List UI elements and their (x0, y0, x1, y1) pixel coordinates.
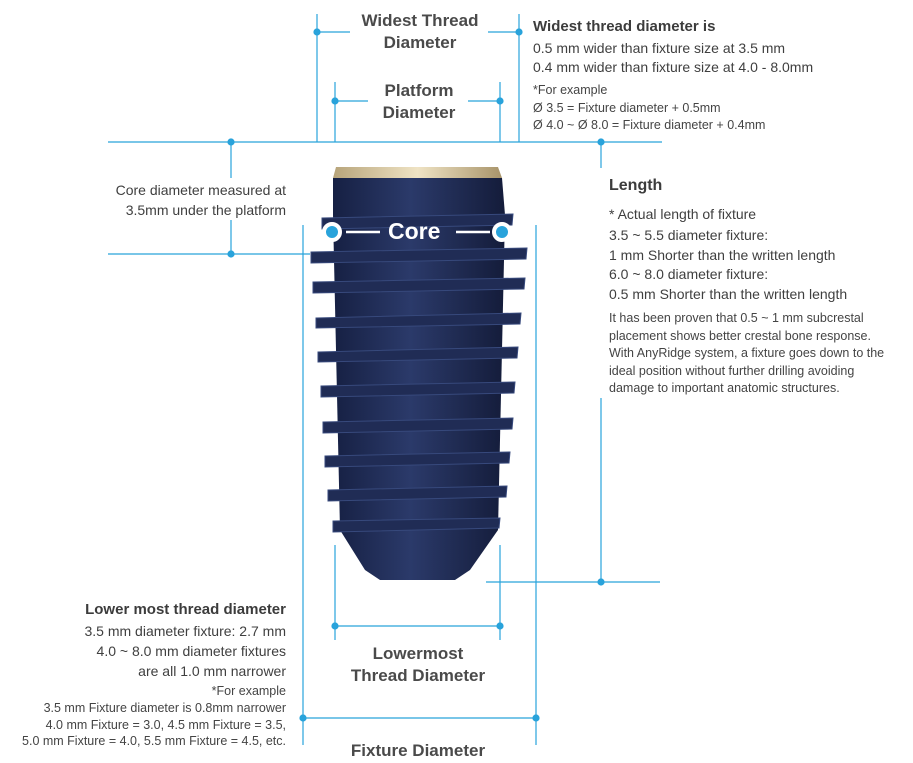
lower-example-line: 5.0 mm Fixture = 4.0, 5.5 mm Fixture = 4… (22, 734, 286, 748)
length-para-line: placement shows better crestal bone resp… (609, 328, 871, 343)
lower-note-lines: 3.5 mm diameter fixture: 2.7 mm 4.0 ~ 8.… (40, 621, 286, 681)
length-para-line: With AnyRidge system, a fixture goes dow… (609, 346, 885, 360)
lower-note-line: 4.0 ~ 8.0 mm diameter fixtures (96, 643, 286, 659)
length-para-line: damage to important anatomic structures. (609, 381, 840, 395)
lower-example-line: 3.5 mm Fixture diameter is 0.8mm narrowe… (43, 701, 286, 715)
length-line: 6.0 ~ 8.0 diameter fixture: (609, 266, 769, 282)
length-line: 3.5 ~ 5.5 diameter fixture: (609, 227, 769, 243)
widest-note-lines: 0.5 mm wider than fixture size at 3.5 mm… (533, 39, 813, 77)
widest-thread-label: Widest Thread Diameter (352, 10, 488, 54)
lower-example-label: *For example (211, 684, 286, 698)
length-subtitle: * Actual length of fixture (609, 206, 757, 222)
length-para-line: It has been proven that 0.5 ~ 1 mm subcr… (609, 311, 864, 325)
lowermost-label-line2: Thread Diameter (350, 666, 486, 686)
length-line: 0.5 mm Shorter than the written length (609, 285, 848, 302)
platform-label-line2: Diameter (382, 103, 456, 123)
widest-example-line: Ø 3.5 = Fixture diameter + 0.5mm (533, 101, 721, 115)
lower-note-title: Lower most thread diameter (85, 601, 286, 618)
core-diameter-note: Core diameter measured at 3.5mm under th… (80, 180, 286, 220)
lower-example-lines: 3.5 mm Fixture diameter is 0.8mm narrowe… (10, 700, 286, 750)
widest-example-lines: Ø 3.5 = Fixture diameter + 0.5mm Ø 4.0 ~… (533, 100, 765, 134)
widest-thread-label-line1: Widest Thread (361, 11, 479, 30)
lowermost-label-line1: Lowermost (372, 644, 464, 663)
length-lines: 3.5 ~ 5.5 diameter fixture: 1 mm Shorter… (609, 226, 847, 304)
widest-example-label: *For example (533, 83, 608, 97)
implant-fixture (310, 167, 528, 580)
lower-note-line: are all 1.0 mm narrower (138, 663, 286, 679)
widest-note-line: 0.5 mm wider than fixture size at 3.5 mm (533, 40, 786, 56)
lowermost-label: Lowermost Thread Diameter (340, 643, 496, 687)
core-label: Core (388, 218, 441, 244)
widest-thread-label-line2: Diameter (383, 33, 457, 53)
widest-example-line: Ø 4.0 ~ Ø 8.0 = Fixture diameter + 0.4mm (533, 118, 766, 132)
core-diameter-note-line: 3.5mm under the platform (125, 202, 286, 218)
platform-label: Platform Diameter (370, 80, 468, 124)
dimension-lines (108, 14, 662, 745)
length-para-line: ideal position without further drilling … (609, 363, 855, 378)
lower-note-line: 3.5 mm diameter fixture: 2.7 mm (84, 623, 286, 639)
length-line: 1 mm Shorter than the written length (609, 246, 836, 263)
length-title: Length (609, 177, 663, 194)
platform-label-line1: Platform (384, 81, 454, 100)
widest-note-title: Widest thread diameter is (533, 18, 716, 35)
core-diameter-note-line: Core diameter measured at (115, 182, 286, 198)
length-paragraph: It has been proven that 0.5 ~ 1 mm subcr… (609, 310, 884, 398)
fixture-diameter-label: Fixture Diameter (350, 741, 486, 760)
lower-example-line: 4.0 mm Fixture = 3.0, 4.5 mm Fixture = 3… (45, 717, 286, 732)
widest-note-line: 0.4 mm wider than fixture size at 4.0 - … (533, 59, 814, 75)
